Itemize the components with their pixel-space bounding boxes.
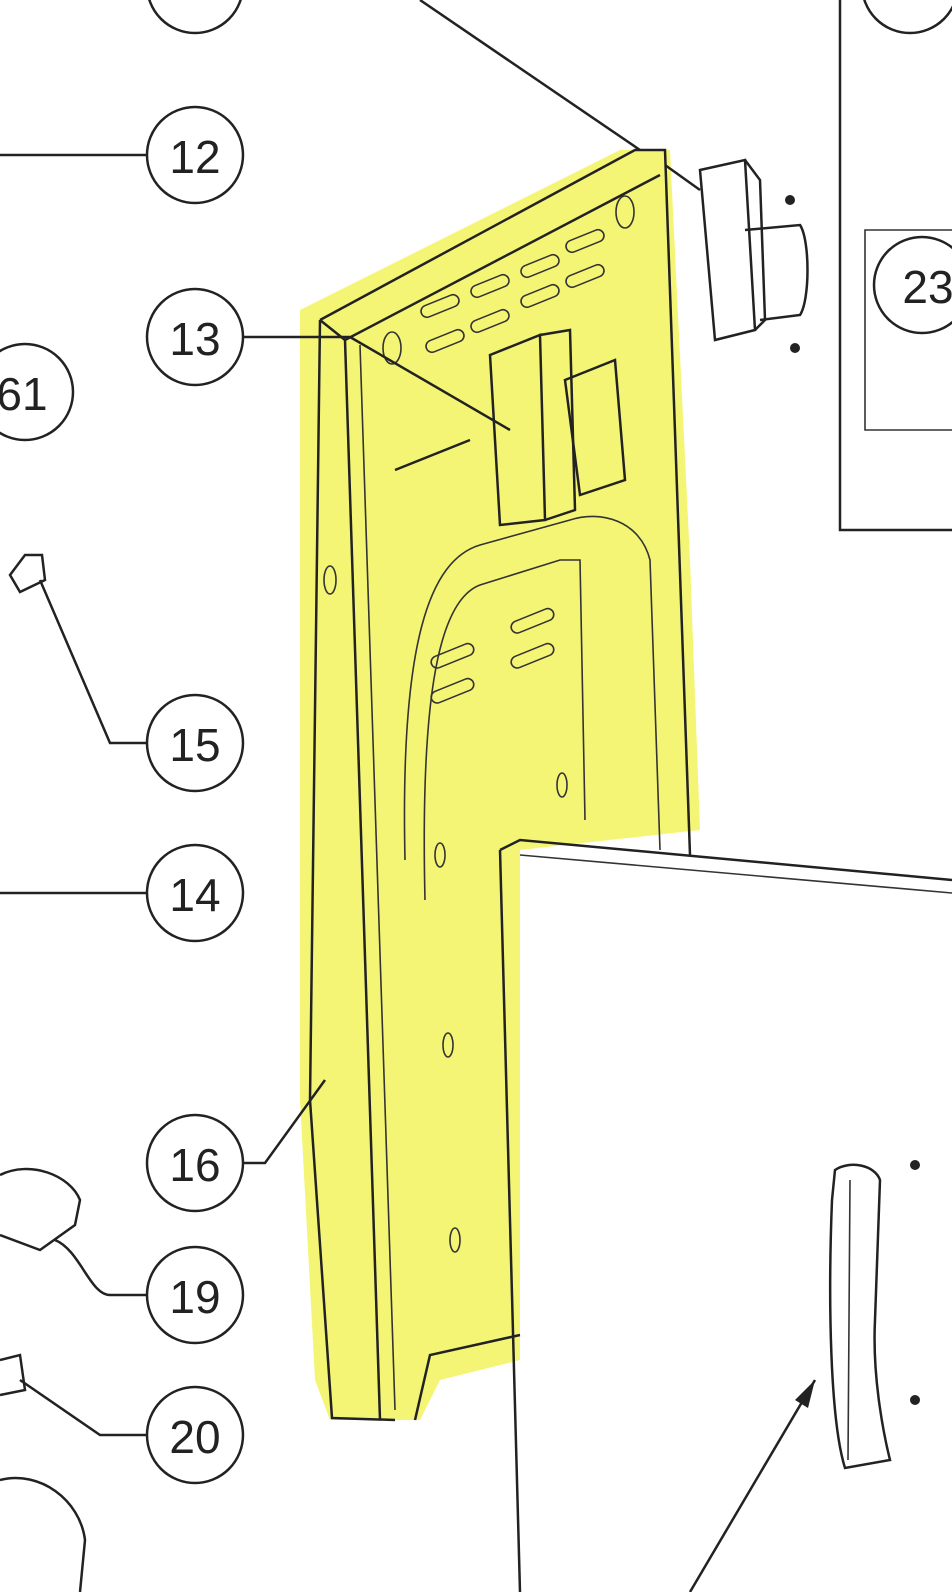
callout-61-label: 61 <box>0 368 48 420</box>
left-parts <box>0 553 87 1592</box>
callout-12-label: 12 <box>169 131 220 183</box>
callout-16: 16 <box>145 1113 245 1213</box>
door-handle <box>688 1160 920 1592</box>
callout-13: 13 <box>145 287 245 387</box>
callout-13-label: 13 <box>169 313 220 365</box>
door-outline <box>498 838 952 1592</box>
callout-23: 23 <box>872 235 952 335</box>
detail-box-inner <box>864 229 952 431</box>
callout-20: 20 <box>145 1385 245 1485</box>
callout-61: 61 <box>0 342 75 442</box>
callout-23-label: 23 <box>902 261 952 313</box>
detail-box <box>838 0 952 532</box>
callout-15: 15 <box>145 693 245 793</box>
callout-15-label: 15 <box>169 719 220 771</box>
door-panel-outline <box>308 148 692 1422</box>
callout-14: 14 <box>145 843 245 943</box>
callout-16-label: 16 <box>169 1139 220 1191</box>
leader-lines <box>0 0 701 1437</box>
hinge-part <box>698 158 809 353</box>
callout-20-label: 20 <box>169 1411 220 1463</box>
callout-12: 12 <box>145 105 245 205</box>
callout-19-label: 19 <box>169 1271 220 1323</box>
callout-19: 19 <box>145 1245 245 1345</box>
callout-top-left-partial <box>148 0 242 35</box>
callout-14-label: 14 <box>169 869 220 921</box>
callout-top-right-partial <box>863 0 952 35</box>
